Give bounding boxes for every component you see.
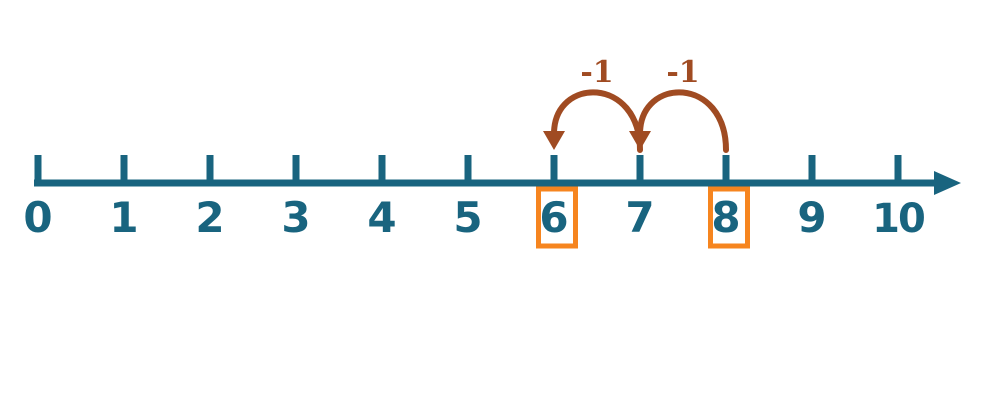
tick-label-1: 1	[109, 193, 138, 242]
tick-label-3: 3	[281, 193, 310, 242]
tick-label-10: 10	[872, 196, 924, 242]
jump-label-8-to-7: -1	[666, 55, 699, 90]
jump-label-7-to-6: -1	[580, 55, 613, 90]
highlight-box-6	[536, 186, 578, 249]
jump-arrowhead-7-to-6-icon	[543, 131, 565, 150]
tick-label-2: 2	[195, 193, 224, 242]
highlight-box-8	[708, 186, 750, 249]
jump-arc-7-to-6	[551, 89, 643, 153]
tick-label-0: 0	[23, 193, 52, 242]
tick-label-9: 9	[797, 193, 826, 242]
tick-label-5: 5	[453, 193, 482, 242]
tick-label-8: 8	[711, 193, 740, 242]
jump-arc-8-to-7	[637, 89, 729, 153]
tick-label-4: 4	[367, 193, 396, 242]
tick-label-7: 7	[625, 193, 654, 242]
tick-label-6: 6	[539, 193, 568, 242]
axis-right-arrow-icon	[934, 171, 961, 195]
